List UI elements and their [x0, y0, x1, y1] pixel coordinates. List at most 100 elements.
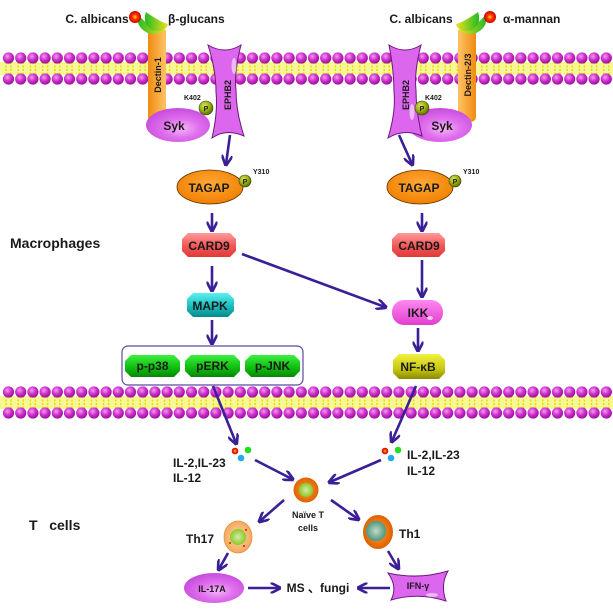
lipid-head — [63, 73, 76, 85]
lipid-head — [320, 407, 332, 419]
il-12-dot — [237, 454, 245, 462]
cell-membrane-bottom — [0, 386, 613, 419]
ifn-gamma — [386, 570, 450, 602]
arrow-naive-to-th17 — [260, 499, 285, 521]
lipid-head — [39, 407, 51, 419]
lipid-head — [307, 73, 320, 85]
lipid-head — [295, 407, 307, 419]
arrow-to-cytokines-left — [211, 385, 236, 443]
lipid-head — [490, 52, 503, 64]
lipid-head — [112, 407, 124, 419]
lipid-head — [15, 386, 27, 398]
tagap-label-left: TAGAP — [188, 181, 229, 195]
lipid-head — [185, 386, 198, 398]
lipid-head — [295, 386, 307, 398]
lipid-head — [271, 52, 283, 64]
nf-kb — [393, 354, 445, 379]
lipid-head — [210, 407, 222, 419]
lipid-head — [478, 52, 490, 64]
lipid-head — [588, 407, 600, 419]
lipid-head — [27, 52, 39, 64]
lipid-head — [307, 52, 320, 64]
lipid-head — [564, 52, 576, 64]
naive-t-label-line2: cells — [298, 523, 318, 533]
lipid-head — [429, 73, 442, 85]
lipid-head — [320, 52, 332, 64]
lipid-head — [490, 386, 503, 398]
lipid-head — [2, 407, 15, 419]
lipid-head — [259, 73, 271, 85]
lipid-head — [271, 73, 283, 85]
cell-membrane-top — [0, 52, 613, 85]
lipid-head — [185, 73, 198, 85]
mapk — [187, 293, 234, 317]
c-albicans-particle-left — [129, 11, 141, 23]
lipid-head — [588, 386, 600, 398]
lipid-head — [124, 52, 137, 64]
lipid-head — [405, 407, 417, 419]
lipid-head — [76, 407, 88, 419]
lipid-head — [2, 73, 15, 85]
t-cells-label: T cells — [29, 517, 81, 533]
lipid-head — [478, 386, 490, 398]
lipid-head — [320, 386, 332, 398]
lipid-head — [112, 52, 124, 64]
lipid-head — [332, 73, 344, 85]
lipid-head — [307, 407, 320, 419]
lipid-head — [76, 386, 88, 398]
lipid-head — [137, 52, 149, 64]
c-albicans-particle-right — [484, 11, 496, 23]
lipid-head — [124, 386, 137, 398]
lipid-head — [576, 407, 588, 419]
lipid-head — [307, 386, 320, 398]
phospho-k402-left — [198, 100, 214, 116]
lipid-head — [539, 407, 551, 419]
lipid-head — [576, 73, 588, 85]
cytokines-left-line1: IL-2,IL-23 — [173, 456, 226, 470]
lipid-head — [429, 52, 442, 64]
lipid-head — [442, 52, 454, 64]
lipid-head — [100, 73, 112, 85]
mapk-label: MAPK — [192, 299, 228, 313]
phospho-y310-right — [448, 174, 462, 188]
k402-label-left: K402 — [184, 95, 201, 102]
lipid-head — [283, 73, 295, 85]
y310-label-left: Y310 — [253, 169, 269, 176]
mapk-target-label: p-p38 — [136, 359, 168, 373]
lipid-head — [417, 73, 429, 85]
nf-kb-label: NF-κB — [400, 360, 436, 374]
lipid-head — [466, 407, 478, 419]
lipid-head — [564, 407, 576, 419]
lipid-head — [515, 407, 527, 419]
lipid-head — [344, 52, 356, 64]
syk-label-right: Syk — [431, 119, 453, 133]
card9-label-right: CARD9 — [398, 239, 440, 253]
lipid-head — [39, 386, 51, 398]
cytokines-right-line2: IL-12 — [407, 464, 435, 478]
ligand-binding-head-right — [456, 12, 487, 35]
lipid-head — [271, 386, 283, 398]
lipid-head — [539, 52, 551, 64]
macrophages-label: Macrophages — [10, 235, 100, 251]
card9-label-left: CARD9 — [188, 239, 230, 253]
lipid-head — [442, 386, 454, 398]
lipid-head — [564, 73, 576, 85]
lipid-head — [600, 73, 612, 85]
lipid-head — [356, 386, 368, 398]
lipid-head — [283, 386, 295, 398]
lipid-head — [381, 73, 393, 85]
lipid-head — [527, 73, 539, 85]
lipid-head — [551, 407, 564, 419]
lipid-head — [295, 73, 307, 85]
lipid-head — [2, 52, 15, 64]
lipid-head — [417, 407, 429, 419]
lipid-head — [576, 52, 588, 64]
lipid-head — [283, 52, 295, 64]
lipid-head — [320, 73, 332, 85]
lipid-head — [124, 73, 137, 85]
arrow-ephb2-to-tagap-left — [226, 134, 230, 164]
lipid-head — [551, 52, 564, 64]
lipid-head — [283, 407, 295, 419]
lipid-head — [51, 73, 63, 85]
lipid-head — [368, 407, 381, 419]
